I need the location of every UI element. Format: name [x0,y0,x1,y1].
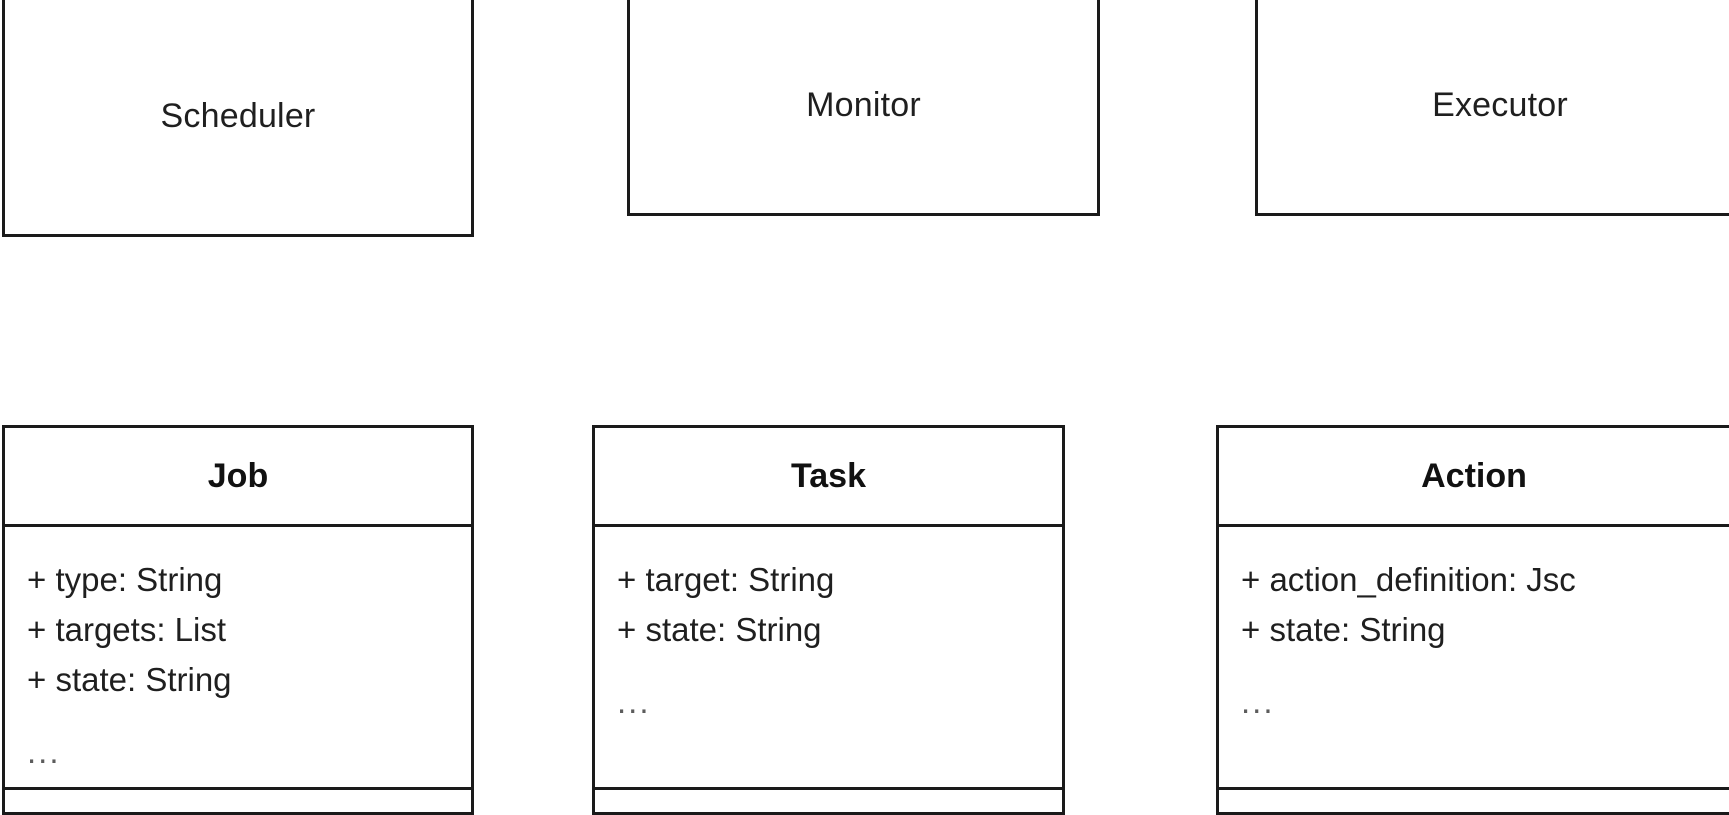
class-title-task: Task [791,457,866,495]
component-box-monitor[interactable]: Monitor [627,0,1100,216]
class-box-task[interactable]: Task + target: String + state: String ..… [592,425,1065,815]
class-attributes-task: + target: String + state: String ... [595,527,1062,790]
class-attributes-ellipsis: ... [617,683,651,720]
class-attribute: + target: String [617,561,835,598]
class-attributes-ellipsis: ... [1241,683,1275,720]
class-attributes-ellipsis: ... [27,733,61,770]
class-methods-task [595,790,1062,812]
class-attribute: + state: String [27,661,232,698]
class-attribute: + type: String [27,561,223,598]
class-attribute: + targets: List [27,611,227,648]
class-attributes-action: + action_definition: Jsc + state: String… [1219,527,1729,790]
component-box-scheduler[interactable]: Scheduler [2,0,474,237]
component-label-scheduler: Scheduler [160,96,316,135]
class-methods-action [1219,790,1729,812]
component-label-executor: Executor [1432,86,1568,124]
class-header-task: Task [595,428,1062,527]
component-label-monitor: Monitor [806,86,921,124]
class-attribute: + state: String [1241,611,1446,648]
class-attribute: + state: String [617,611,822,648]
component-box-executor[interactable]: Executor [1255,0,1729,216]
class-methods-job [5,790,471,812]
class-attribute: + action_definition: Jsc [1241,561,1576,598]
class-box-job[interactable]: Job + type: String + targets: List + sta… [2,425,474,815]
class-title-job: Job [207,457,269,495]
class-box-action[interactable]: Action + action_definition: Jsc + state:… [1216,425,1729,815]
class-header-action: Action [1219,428,1729,527]
class-header-job: Job [5,428,471,527]
class-attributes-job: + type: String + targets: List + state: … [5,527,471,790]
class-title-action: Action [1421,457,1527,495]
